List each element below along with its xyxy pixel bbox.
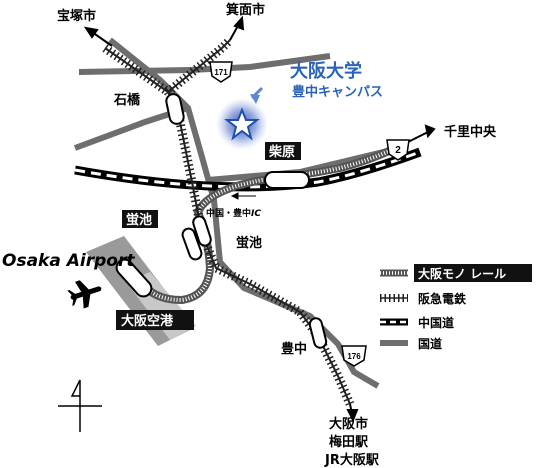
station-shibahara: [264, 171, 310, 189]
label-ishibashi: 石橋: [113, 92, 141, 108]
label-hotarugaike-hankyu: 蛍池: [236, 235, 262, 251]
label-ic: 中国・豊中IC: [206, 207, 261, 219]
svg-text:2: 2: [395, 145, 401, 156]
label-ic-suffix: IC: [251, 209, 261, 219]
station-hotarugaike-mono: [181, 227, 203, 261]
label-osaka-city-3: JR大阪駅: [324, 452, 380, 468]
legend-symbols: [380, 269, 408, 346]
label-osaka-city-1: 大阪市: [329, 416, 368, 432]
legend-hankyu-label: 阪急電鉄: [418, 291, 466, 306]
road-171-northeast: [189, 53, 331, 73]
route-2-shield: 2: [386, 139, 410, 161]
airplane-icon: [67, 280, 102, 309]
route-171-shield: 171: [209, 61, 233, 83]
label-toyonaka: 豊中: [281, 341, 307, 357]
station-markers: [115, 93, 328, 349]
label-box-airport: [116, 310, 194, 330]
station-toyonaka: [308, 317, 328, 349]
campus-marker: [216, 86, 268, 150]
label-airport-ja: 大阪空港: [121, 313, 174, 329]
legend-expressway-label: 中国道: [418, 315, 454, 330]
label-senri-chuo: 千里中央: [444, 124, 497, 140]
station-airport: [115, 258, 153, 298]
arrow-icon: [91, 31, 113, 47]
north-arrow-icon: [58, 379, 102, 432]
direction-arrows: [83, 15, 436, 423]
ic-ramp: [230, 189, 256, 200]
label-airport-en: Osaka Airport: [2, 251, 135, 271]
campus-name: 大阪大学: [290, 60, 362, 82]
svg-text:171: 171: [214, 68, 228, 77]
svg-text:176: 176: [347, 352, 361, 361]
legend-national-road-label: 国道: [418, 336, 442, 351]
label-box-legend-monorail: [414, 264, 532, 282]
legend-monorail-label: 大阪モノ レール: [418, 266, 506, 281]
route-176-shield: 176: [341, 345, 367, 367]
label-box-hotarugaike: [122, 210, 158, 228]
label-box-shibahara: [265, 142, 301, 160]
campus-sub: 豊中キャンパス: [292, 84, 383, 100]
label-ic-name: 中国・豊中: [206, 207, 251, 219]
label-hotarugaike-mono: 蛍池: [126, 212, 152, 228]
label-shibahara: 柴原: [268, 144, 295, 160]
station-ishibashi: [165, 93, 185, 125]
label-osaka-city-2: 梅田駅: [329, 434, 369, 450]
label-mino: 箕面市: [226, 2, 265, 18]
star-icon: [224, 107, 260, 141]
station-hotarugaike-hankyu: [192, 215, 212, 247]
label-takarazuka: 宝塚市: [57, 8, 96, 24]
